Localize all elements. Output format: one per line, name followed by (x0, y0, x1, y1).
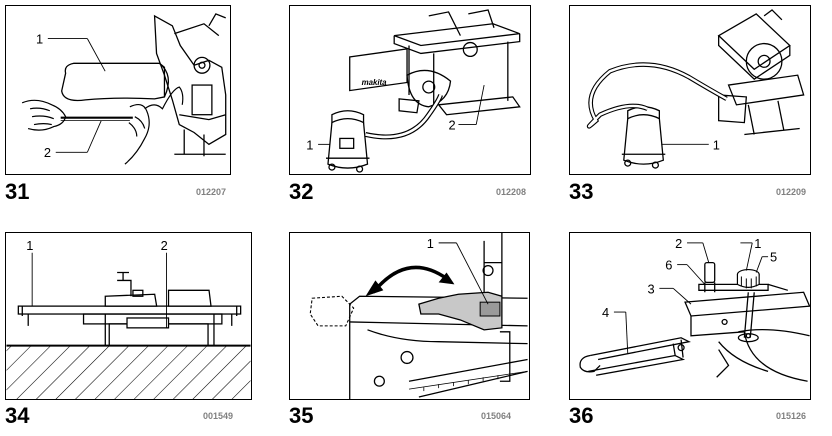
figure-32-callout-1: 1 (306, 137, 313, 152)
figure-35-callout-1: 1 (427, 236, 434, 251)
figure-36-callout-1: 1 (754, 236, 761, 251)
figure-32-callout-2: 2 (449, 118, 456, 133)
figure-32-number: 32 (289, 179, 314, 204)
figure-36-number: 36 (569, 403, 594, 428)
svg-text:makita: makita (362, 78, 388, 87)
figure-34-illustration: 1 2 (6, 238, 251, 399)
figure-34-frame: 1 2 (5, 232, 252, 400)
figure-33-illustration: 1 (586, 9, 805, 169)
figure-36-callout-6: 6 (665, 258, 672, 273)
figure-36-callout-4: 4 (602, 305, 609, 320)
figure-36-illustration: 2 1 5 6 3 4 (579, 236, 810, 382)
figure-36-frame: 2 1 5 6 3 4 (569, 232, 811, 400)
figure-35-code: 015064 (481, 411, 512, 421)
figure-31-callout-1: 1 (36, 32, 43, 47)
figure-31-callout-2: 2 (44, 145, 51, 160)
figure-33-code: 012209 (776, 187, 807, 197)
figure-36-callout-5: 5 (770, 250, 777, 265)
figure-34-callout-1: 1 (26, 238, 33, 253)
figure-31-number: 31 (5, 179, 30, 204)
figure-33-frame: 1 (569, 5, 811, 175)
figure-31-code: 012207 (196, 187, 227, 197)
figure-36-code: 015126 (776, 411, 807, 421)
figure-36-callout-2: 2 (675, 236, 682, 251)
figure-34-callout-2: 2 (161, 238, 168, 253)
figure-35-illustration: 1 (309, 233, 528, 399)
figure-34-number: 34 (5, 403, 30, 428)
figure-32-illustration: makita 1 2 (306, 9, 521, 173)
figure-31-frame: 1 2 (5, 5, 231, 175)
figure-31-illustration: 1 2 (21, 13, 227, 165)
figure-36-callout-3: 3 (648, 281, 655, 296)
figure-32-frame: makita 1 2 (289, 5, 531, 175)
figure-34-code: 001549 (203, 411, 234, 421)
figure-35-frame: 1 (289, 232, 530, 400)
figure-33-number: 33 (569, 179, 594, 204)
figure-35-number: 35 (289, 403, 314, 428)
figure-33-callout-1: 1 (713, 137, 720, 152)
figure-32-code: 012208 (496, 187, 527, 197)
